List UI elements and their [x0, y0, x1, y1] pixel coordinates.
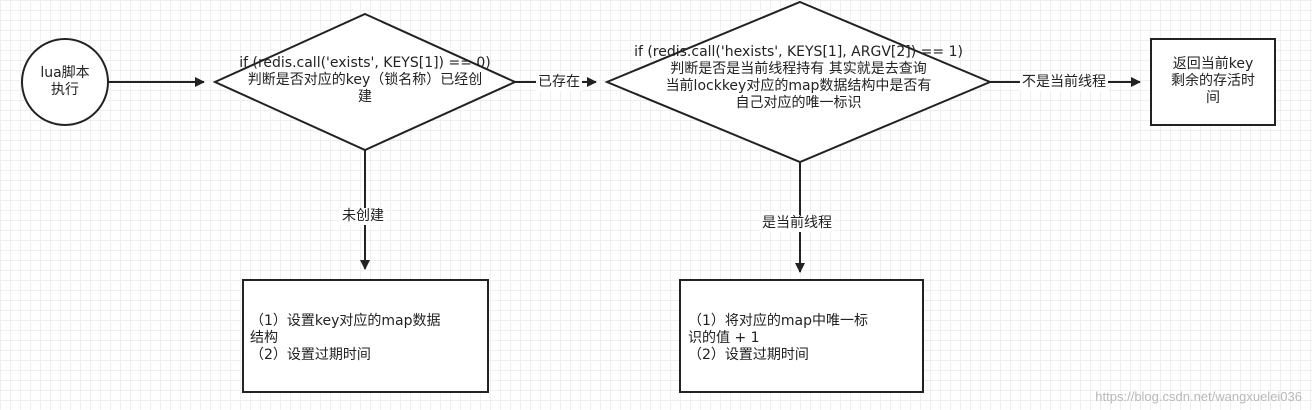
reentrant-box [679, 279, 924, 393]
csdn-watermark: https://blog.csdn.net/wangxuelei036 [1095, 389, 1302, 404]
edge-label-not-current-thread: 不是当前线程 [1020, 74, 1108, 91]
create-lock-box [242, 279, 489, 393]
edge-label-exists-no: 未创建 [340, 208, 386, 225]
start-node [21, 38, 109, 126]
edge-label-exists-yes: 已存在 [536, 74, 582, 91]
exists-decision [212, 12, 518, 152]
hexists-decision [604, 0, 993, 164]
edge-label-is-current-thread: 是当前线程 [760, 215, 834, 232]
return-ttl-box [1150, 38, 1276, 126]
